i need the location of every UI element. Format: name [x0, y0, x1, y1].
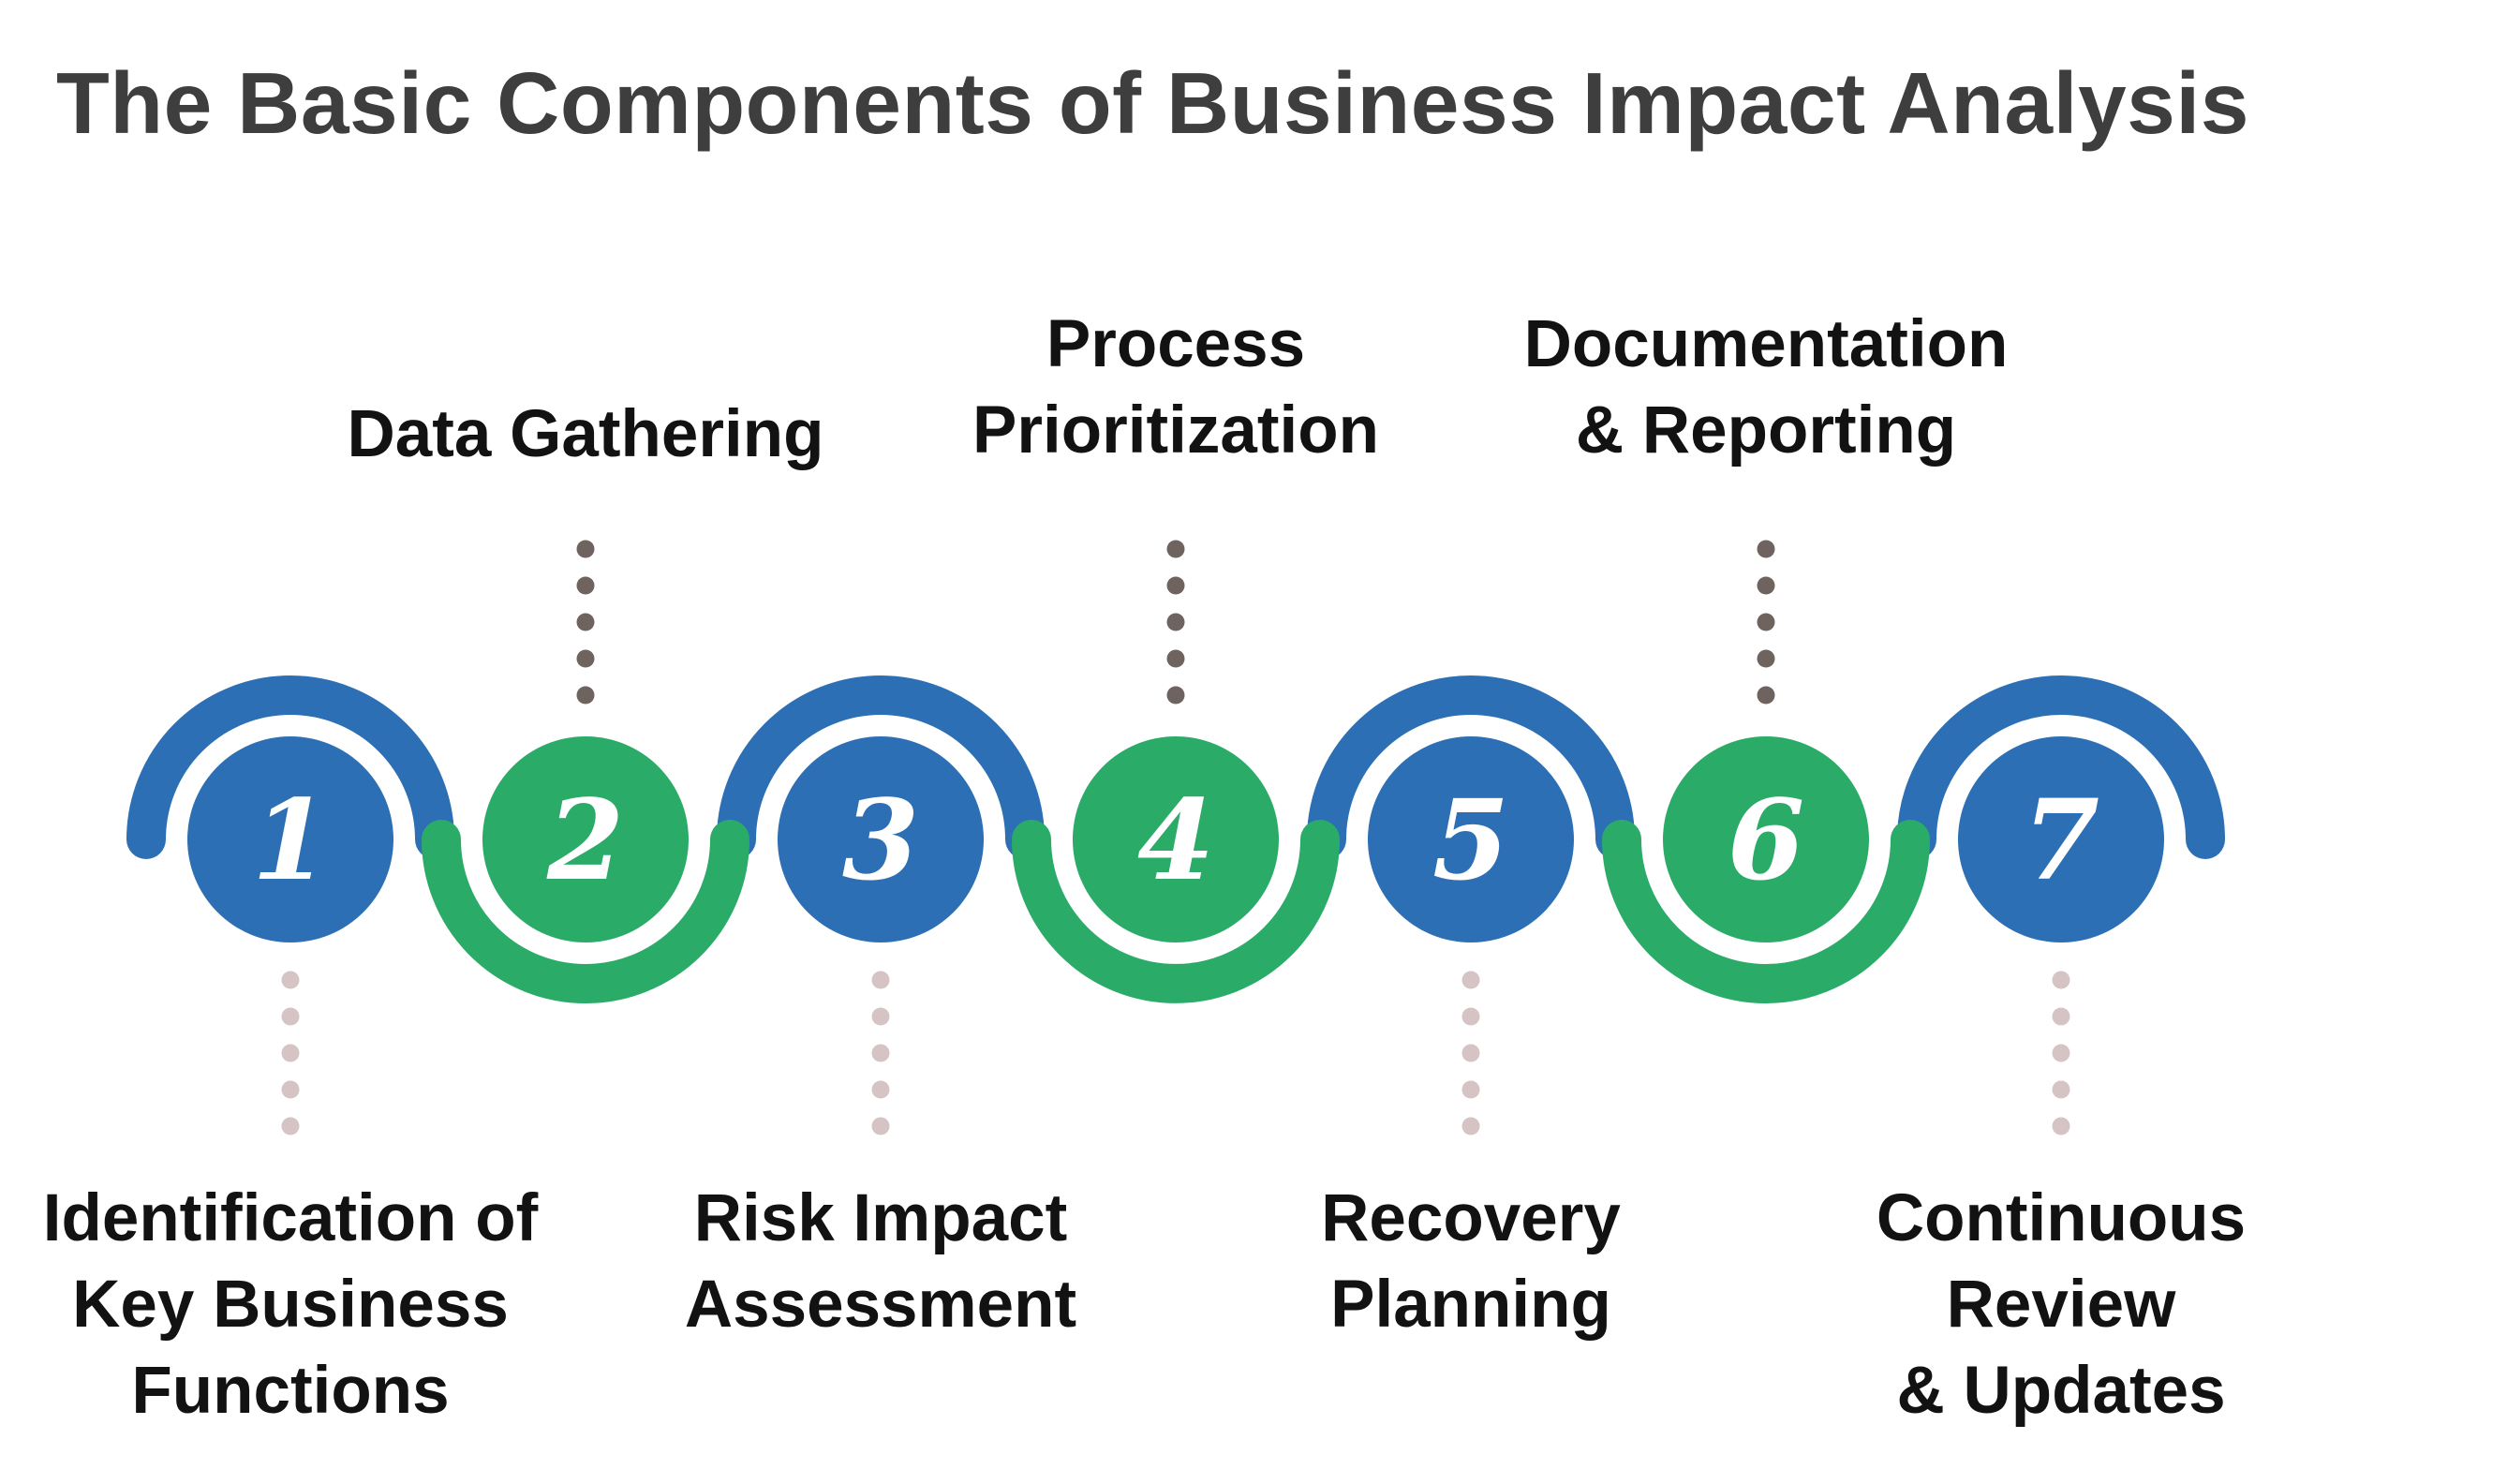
- connector-dot: [1461, 1044, 1480, 1062]
- dots-below-step-3: [871, 971, 890, 1135]
- label-line: Documentation: [1523, 307, 2009, 381]
- connector-dot: [281, 1080, 300, 1099]
- step-circle-7: [1958, 736, 2164, 942]
- label-line: Assessment: [684, 1268, 1077, 1342]
- connector-dot: [1461, 1007, 1480, 1026]
- dotted-connectors: [281, 540, 2070, 1135]
- connector-dot: [1757, 649, 1775, 668]
- connector-dot: [1461, 1117, 1480, 1135]
- step-number-6: 6: [1728, 775, 1804, 905]
- wave-arc-2: [422, 820, 749, 1003]
- connector-dot: [871, 1117, 890, 1135]
- connector-dot: [1757, 540, 1775, 558]
- label-line: Recovery: [1321, 1181, 1621, 1255]
- wave-arc-7: [1897, 675, 2225, 859]
- label-line: & Updates: [1896, 1354, 2226, 1428]
- connector-dot: [871, 1080, 890, 1099]
- wave-arc-1: [126, 675, 454, 859]
- connector-dot: [1166, 649, 1185, 668]
- step-label-2: Data Gathering: [286, 392, 885, 478]
- connector-dot: [2052, 1007, 2070, 1026]
- step-circle-4: [1073, 736, 1279, 942]
- wave-arc-6: [1602, 820, 1930, 1003]
- connector-dot: [2052, 1117, 2070, 1135]
- connector-dot: [1757, 686, 1775, 705]
- dots-above-step-2: [576, 540, 595, 705]
- connector-dot: [281, 971, 300, 989]
- connector-dot: [576, 686, 595, 705]
- connector-dot: [1757, 613, 1775, 631]
- wave-arcs-green: [422, 820, 1930, 1003]
- label-line: Process: [1046, 307, 1306, 381]
- step-label-6: Documentation & Reporting: [1466, 302, 2066, 474]
- step-discs: 1 2 3 4 5 6 7: [187, 736, 2164, 942]
- label-line: Key Business: [72, 1268, 509, 1342]
- label-line: Continuous: [1876, 1181, 2247, 1255]
- connector-dot: [281, 1007, 300, 1026]
- step-number-3: 3: [842, 775, 919, 905]
- connector-dot: [2052, 1080, 2070, 1099]
- wave-arc-5: [1307, 675, 1635, 859]
- connector-dot: [871, 1007, 890, 1026]
- connector-dot: [1461, 971, 1480, 989]
- step-circle-5: [1368, 736, 1574, 942]
- connector-dot: [2052, 971, 2070, 989]
- connector-dot: [1166, 576, 1185, 595]
- connector-dot: [1166, 540, 1185, 558]
- connector-dot: [871, 971, 890, 989]
- step-circle-2: [482, 736, 689, 942]
- step-circle-1: [187, 736, 393, 942]
- connector-dot: [1166, 613, 1185, 631]
- connector-dot: [1461, 1080, 1480, 1099]
- step-circle-6: [1663, 736, 1869, 942]
- connector-dot: [2052, 1044, 2070, 1062]
- connector-dot: [576, 649, 595, 668]
- connector-dot: [1166, 686, 1185, 705]
- label-line: Prioritization: [972, 393, 1379, 467]
- wave-arcs-blue: [126, 675, 2225, 859]
- wave-arc-4: [1012, 820, 1340, 1003]
- connector-dot: [871, 1044, 890, 1062]
- label-line: Identification of: [42, 1181, 539, 1255]
- connector-dot: [576, 540, 595, 558]
- dots-below-step-1: [281, 971, 300, 1135]
- label-line: Risk Impact: [693, 1181, 1068, 1255]
- connector-dot: [281, 1044, 300, 1062]
- connector-dot: [1757, 576, 1775, 595]
- label-line: Data Gathering: [347, 397, 824, 471]
- connector-dot: [576, 576, 595, 595]
- step-number-4: 4: [1137, 775, 1214, 905]
- dots-above-step-4: [1166, 540, 1185, 705]
- connector-dot: [281, 1117, 300, 1135]
- step-number-2: 2: [546, 775, 624, 905]
- label-line: Review: [1946, 1268, 2176, 1342]
- dots-below-step-7: [2052, 971, 2070, 1135]
- dots-above-step-6: [1757, 540, 1775, 705]
- dots-below-step-5: [1461, 971, 1480, 1135]
- step-number-5: 5: [1432, 775, 1509, 905]
- step-number-7: 7: [2023, 775, 2099, 905]
- label-line: Planning: [1330, 1268, 1611, 1342]
- connector-dot: [576, 613, 595, 631]
- label-line: Functions: [131, 1354, 450, 1428]
- step-number-1: 1: [252, 775, 329, 905]
- step-circle-3: [778, 736, 984, 942]
- page-title: The Basic Components of Business Impact …: [56, 54, 2249, 152]
- label-line: & Reporting: [1575, 393, 1957, 467]
- wave-arc-3: [717, 675, 1045, 859]
